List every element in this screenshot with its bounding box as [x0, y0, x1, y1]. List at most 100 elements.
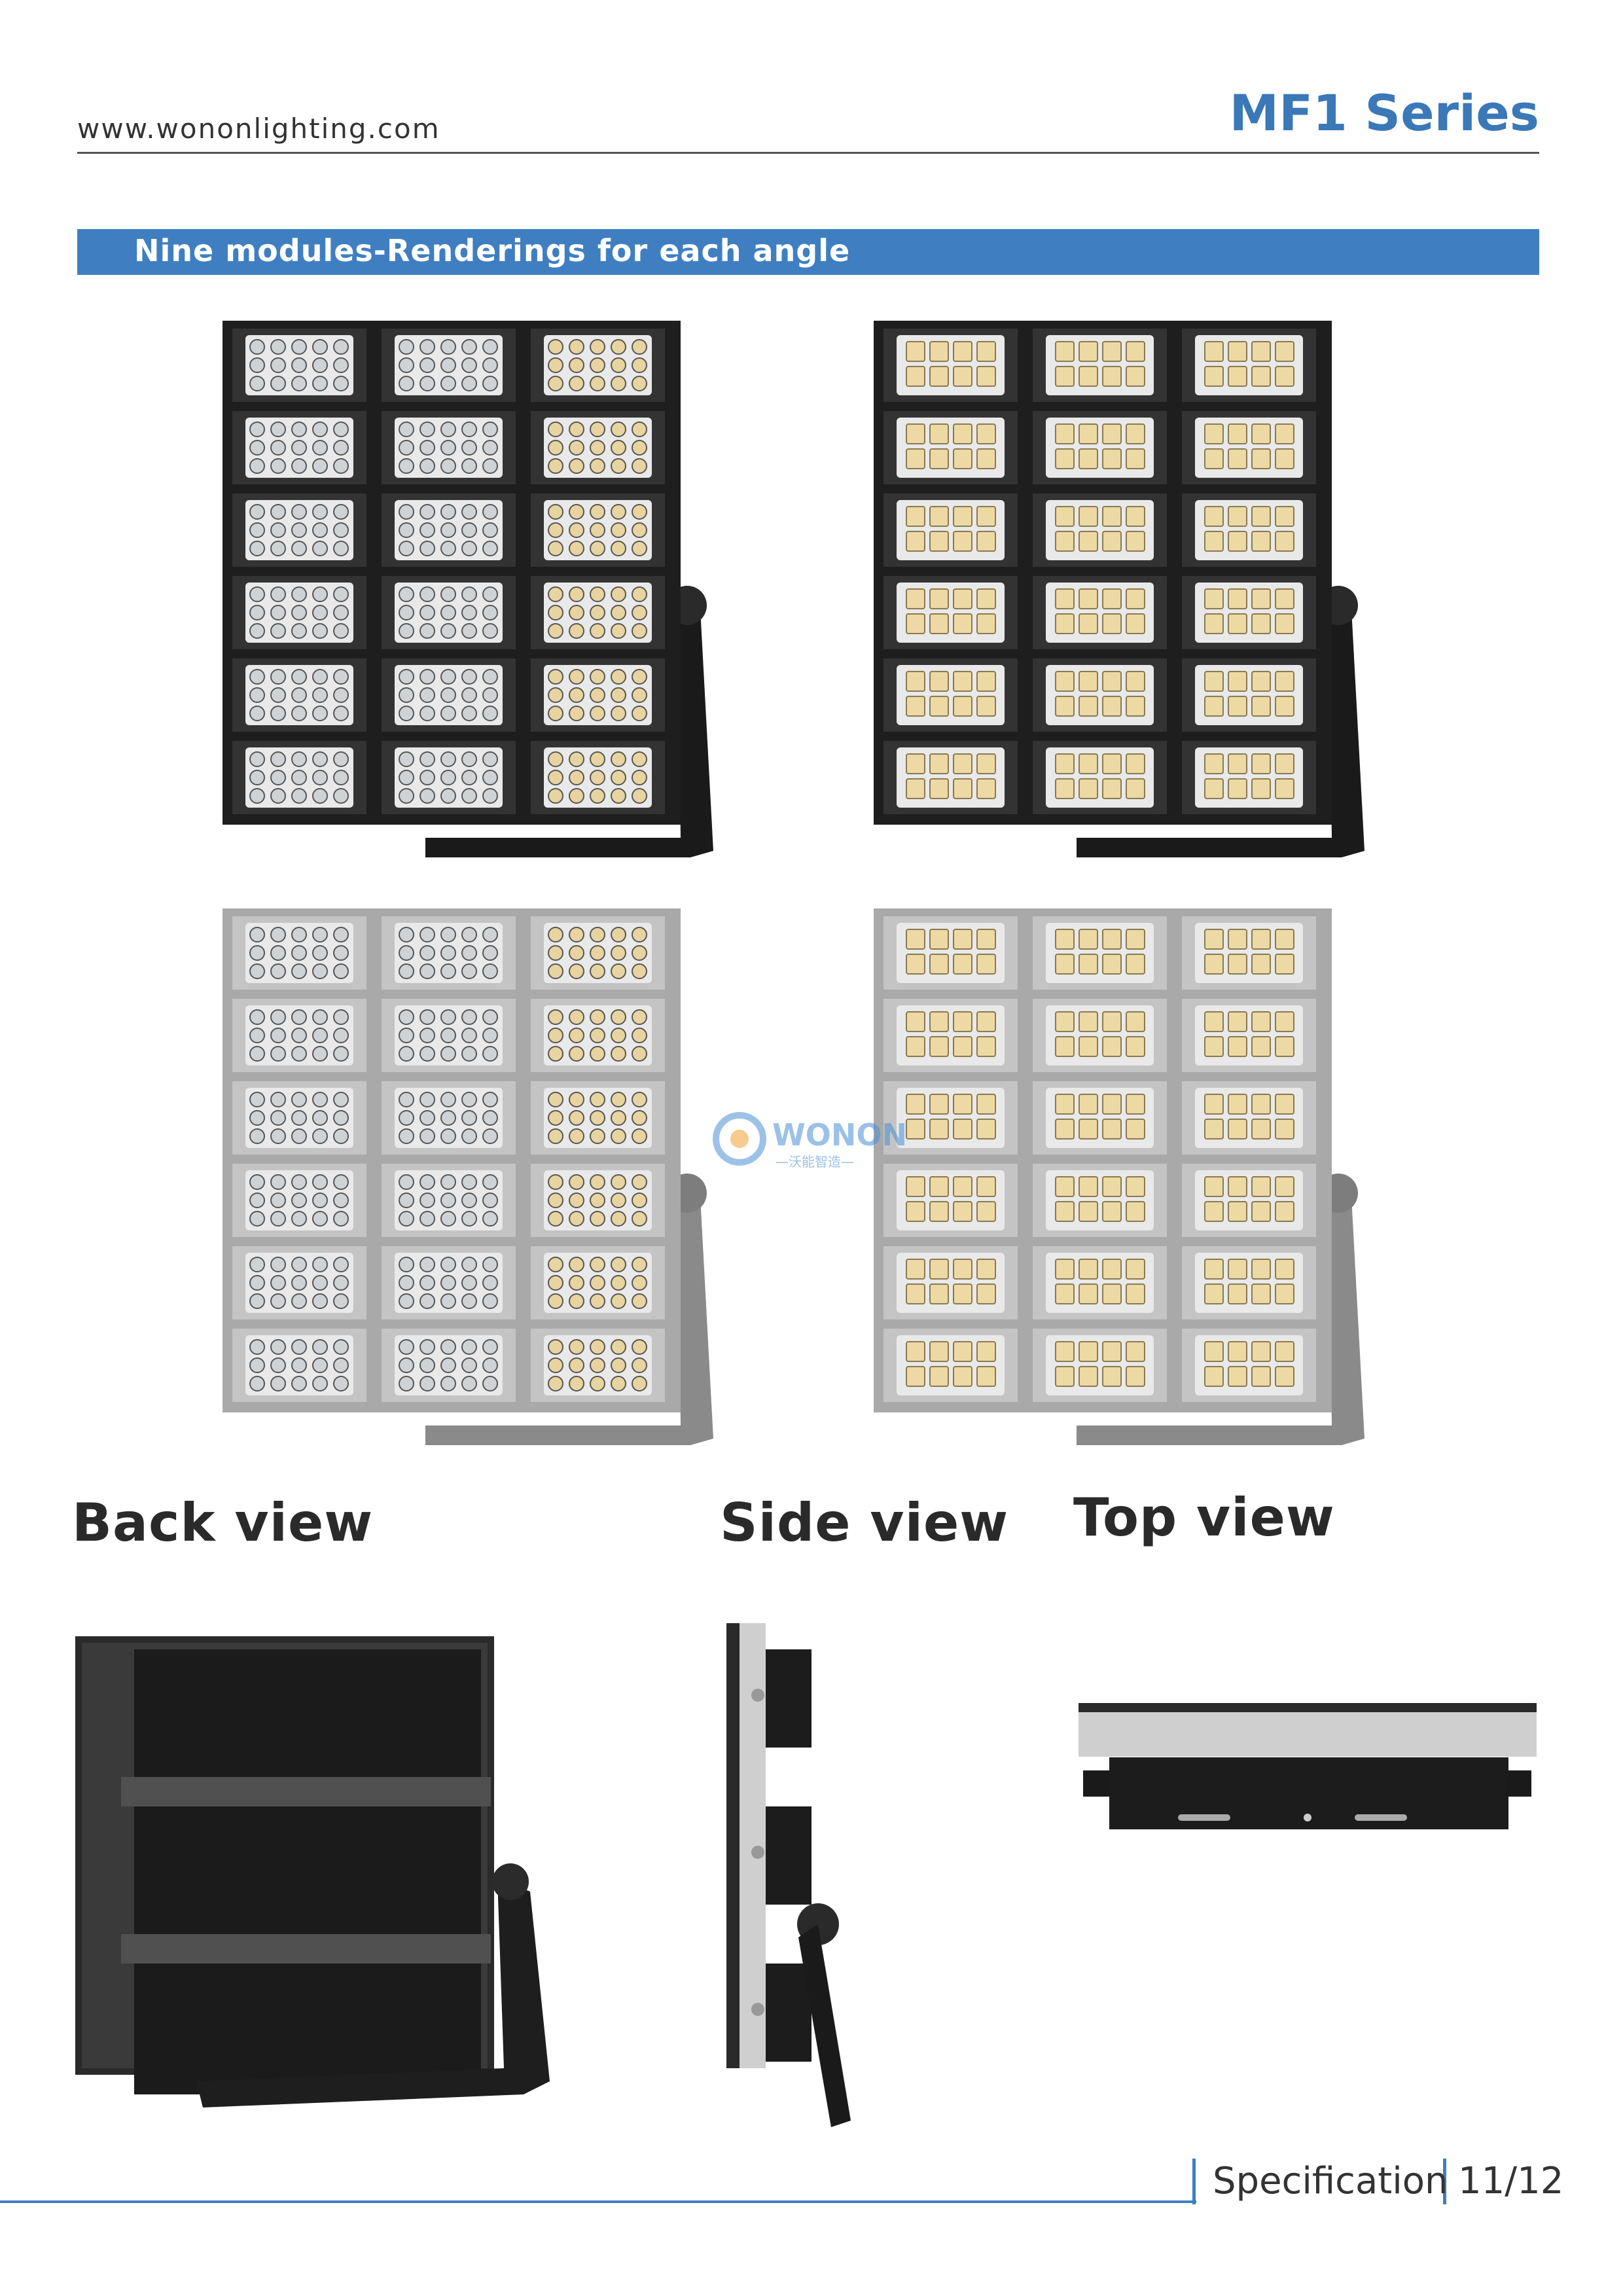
led-lens — [611, 1376, 626, 1391]
led-lens — [569, 1092, 584, 1107]
led-lens — [611, 541, 626, 556]
led-lens — [399, 669, 414, 685]
led-lens — [590, 1128, 605, 1144]
led-lens — [270, 1092, 286, 1107]
led-lens — [461, 522, 477, 538]
led-lens — [590, 1009, 605, 1025]
led-lens — [1251, 753, 1271, 774]
led-lens — [1228, 588, 1247, 609]
led-lens — [419, 1110, 435, 1126]
led-lens — [611, 504, 626, 520]
led-lens — [482, 1257, 498, 1272]
led-lens — [611, 687, 626, 703]
led-lens — [482, 706, 498, 721]
led-lens — [548, 770, 563, 785]
led-lens — [270, 1110, 286, 1126]
led-lens — [569, 963, 584, 979]
led-lens — [270, 422, 286, 437]
led-lens — [249, 687, 265, 703]
led-lens — [399, 1028, 414, 1043]
led-lens — [1204, 341, 1224, 362]
led-lens — [1055, 448, 1075, 469]
led-lens — [1126, 588, 1145, 609]
led-lens — [482, 963, 498, 979]
led-lens — [1102, 613, 1122, 634]
led-lens — [953, 1119, 972, 1139]
led-lens — [953, 929, 972, 950]
led-lens — [1204, 588, 1224, 609]
led-lens — [590, 1211, 605, 1227]
led-lens — [399, 504, 414, 520]
led-lens — [953, 1011, 972, 1032]
led-lens — [906, 1283, 925, 1304]
led-lens — [1055, 531, 1075, 552]
led-lens — [399, 945, 414, 961]
led-lens — [906, 531, 925, 552]
led-lens — [906, 1366, 925, 1387]
led-lens — [1228, 1283, 1247, 1304]
led-lens — [482, 422, 498, 437]
led-lens — [976, 1036, 996, 1057]
led-lens — [270, 1275, 286, 1291]
led-lens — [1126, 1036, 1145, 1057]
led-lens — [590, 376, 605, 391]
led-lens — [548, 623, 563, 639]
led-lens — [291, 1376, 307, 1391]
led-lens — [291, 963, 307, 979]
led-lens — [249, 1293, 265, 1309]
led-lens — [312, 605, 328, 620]
led-lens — [419, 1009, 435, 1025]
led-lens — [312, 1009, 328, 1025]
led-lens — [1079, 778, 1098, 799]
led-lens — [611, 945, 626, 961]
led-lens — [461, 1046, 477, 1062]
led-lens — [1055, 366, 1075, 387]
led-lens — [1251, 1094, 1271, 1115]
led-lens — [399, 1128, 414, 1144]
led-lens — [906, 506, 925, 527]
led-lens — [906, 954, 925, 975]
led-lens — [632, 927, 647, 942]
led-lens — [548, 504, 563, 520]
led-lens — [548, 1174, 563, 1190]
led-lens — [976, 588, 996, 609]
led-lens — [976, 366, 996, 387]
led-lens — [461, 1293, 477, 1309]
led-lens — [270, 1257, 286, 1272]
led-lens — [906, 1011, 925, 1032]
led-lens — [1055, 671, 1075, 692]
led-lens — [440, 770, 456, 785]
led-lens — [440, 1092, 456, 1107]
led-lens — [548, 1376, 563, 1391]
led-lens — [1055, 753, 1075, 774]
led-lens — [590, 963, 605, 979]
led-lens — [569, 1257, 584, 1272]
led-lens — [953, 1259, 972, 1280]
led-lens — [419, 706, 435, 721]
led-lens — [312, 376, 328, 391]
led-lens — [1204, 1366, 1224, 1387]
led-lens — [333, 376, 349, 391]
led-lens — [632, 1293, 647, 1309]
led-lens — [440, 504, 456, 520]
led-lens — [590, 1046, 605, 1062]
led-lens — [312, 504, 328, 520]
led-lens — [1079, 613, 1098, 634]
led-lens — [611, 1028, 626, 1043]
led-lens — [270, 751, 286, 767]
led-lens — [270, 1293, 286, 1309]
led-lens — [333, 788, 349, 804]
led-lens — [590, 458, 605, 474]
led-lens — [399, 339, 414, 355]
led-lens — [569, 1193, 584, 1208]
section-title: Nine modules-Renderings for each angle — [134, 233, 851, 268]
led-lens — [1055, 696, 1075, 717]
led-lens — [906, 1176, 925, 1197]
led-lens — [440, 1174, 456, 1190]
led-lens — [632, 1211, 647, 1227]
led-lens — [270, 1357, 286, 1373]
led-lens — [312, 623, 328, 639]
led-lens — [482, 357, 498, 373]
led-lens — [548, 1110, 563, 1126]
site-url[interactable]: www.wononlighting.com — [77, 113, 440, 145]
